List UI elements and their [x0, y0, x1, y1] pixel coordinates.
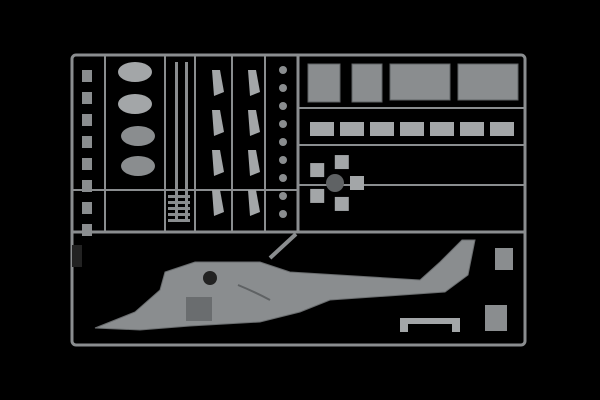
small-panel-part [490, 122, 514, 136]
ladder-part [168, 201, 190, 204]
kit-parts [72, 62, 519, 332]
small-part [82, 92, 92, 104]
knob-part [279, 210, 287, 218]
ladder-part [168, 195, 190, 198]
ladder-part [168, 207, 190, 210]
engine-part [121, 156, 155, 176]
rotor-blade-part [310, 163, 325, 178]
rod-part [185, 62, 188, 222]
knob-part [279, 138, 287, 146]
small-part [82, 158, 92, 170]
small-part [82, 202, 92, 214]
knob-part [279, 102, 287, 110]
small-panel-part [400, 122, 424, 136]
panel-part [307, 63, 341, 103]
tab-part [72, 245, 82, 267]
blade-part [212, 70, 224, 96]
helicopter-fuselage [94, 232, 476, 331]
panel-part [389, 63, 451, 101]
engine-part [118, 94, 152, 114]
small-part [82, 136, 92, 148]
panel-part [351, 63, 383, 103]
box-part [495, 248, 513, 270]
knob-part [279, 120, 287, 128]
small-panel-part [340, 122, 364, 136]
small-panel-part [430, 122, 454, 136]
rod-part [175, 62, 178, 222]
rotor-hub-part [326, 174, 344, 192]
rotor-blade-part [334, 155, 349, 170]
blade-part [212, 190, 224, 216]
small-part [82, 114, 92, 126]
panel-part [457, 63, 519, 101]
ladder-part [168, 219, 190, 222]
knob-part [279, 192, 287, 200]
small-part [82, 224, 92, 236]
rotor-blade-part [310, 188, 325, 203]
rotor-blade-part [350, 176, 364, 190]
engine-part [118, 62, 152, 82]
knob-part [279, 156, 287, 164]
knob-part [279, 174, 287, 182]
small-panel-part [460, 122, 484, 136]
blade-part [212, 150, 224, 176]
bracket-part [400, 318, 460, 332]
knob-part [279, 66, 287, 74]
small-part [82, 180, 92, 192]
box-part [485, 305, 507, 331]
ladder-part [168, 213, 190, 216]
small-panel-part [370, 122, 394, 136]
blade-part [248, 150, 260, 176]
small-part [82, 70, 92, 82]
blade-part [212, 110, 224, 136]
small-panel-part [310, 122, 334, 136]
rotor-blade-part [334, 196, 349, 211]
blade-part [248, 110, 260, 136]
blade-part [248, 190, 260, 216]
knob-part [279, 84, 287, 92]
engine-part [121, 126, 155, 146]
sprue-frame [70, 53, 527, 347]
blade-part [248, 70, 260, 96]
